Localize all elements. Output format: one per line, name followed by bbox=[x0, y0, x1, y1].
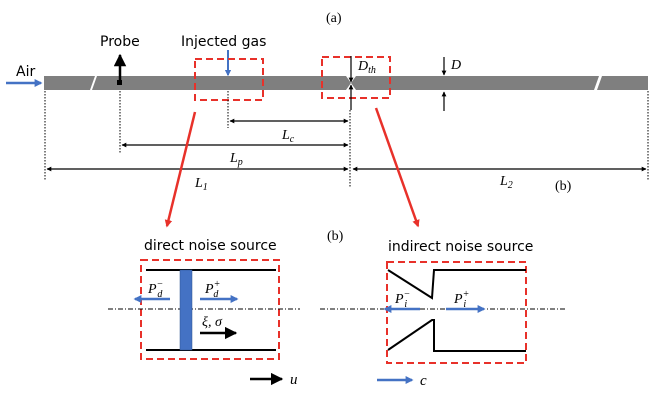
duct bbox=[44, 76, 648, 90]
indirect-noise-source-title: indirect noise source bbox=[388, 239, 533, 255]
p-d-plus-sup: + bbox=[214, 279, 221, 290]
nozzle-wall-bottom bbox=[387, 319, 526, 352]
panel-label-b-mid: (b) bbox=[327, 229, 344, 244]
direct-noise-source-title: direct noise source bbox=[144, 238, 277, 254]
duct-segment-3 bbox=[351, 76, 599, 90]
legend-u-label: u bbox=[290, 372, 298, 388]
p-i-plus-sub: i bbox=[463, 299, 466, 310]
l-c-label: Lc bbox=[281, 128, 295, 145]
d-th-sub: th bbox=[368, 65, 376, 76]
p-i-minus-sup: − bbox=[404, 289, 411, 300]
p-i-minus-sub: i bbox=[404, 299, 407, 310]
xi-sigma-label: ξ, σ bbox=[202, 315, 223, 330]
d-th-label: Dth bbox=[357, 59, 376, 76]
l-1-sub: 1 bbox=[203, 182, 208, 193]
l-c-main: L bbox=[281, 128, 290, 143]
panel-label-a: (a) bbox=[326, 11, 342, 26]
p-i-minus-label: P−i bbox=[394, 289, 410, 310]
p-d-minus-label: P−d bbox=[147, 279, 163, 300]
entropy-slab bbox=[179, 269, 193, 351]
indirect-callout-line bbox=[374, 107, 420, 228]
p-d-plus-sub: d bbox=[213, 289, 219, 300]
reference-lines bbox=[44, 91, 649, 188]
p-d-minus-main: P bbox=[147, 282, 157, 297]
duct-segment-2 bbox=[92, 76, 351, 90]
p-i-minus-main: P bbox=[394, 292, 404, 307]
p-d-plus-main: P bbox=[204, 282, 214, 297]
direct-callout-line bbox=[164, 111, 197, 228]
probe-marker bbox=[117, 80, 122, 85]
l-p-label: Lp bbox=[229, 151, 243, 168]
p-d-plus-label: P+d bbox=[204, 279, 220, 300]
l-2-label: L2 bbox=[499, 174, 513, 191]
air-label: Air bbox=[16, 64, 35, 80]
l-p-main: L bbox=[229, 151, 238, 166]
d-label: D bbox=[450, 58, 461, 73]
p-i-plus-label: P+i bbox=[453, 289, 469, 310]
nozzle-wall-top bbox=[387, 269, 526, 300]
legend-c-label: c bbox=[420, 373, 427, 389]
duct-segment-4 bbox=[597, 76, 648, 90]
indirect-source-highlight-box bbox=[321, 56, 391, 99]
d-th-main: D bbox=[357, 59, 368, 74]
injected-gas-label: Injected gas bbox=[181, 34, 266, 50]
p-d-minus-sub: d bbox=[157, 289, 163, 300]
l-2-sub: 2 bbox=[508, 180, 513, 191]
l-1-main: L bbox=[194, 176, 203, 191]
p-i-plus-sup: + bbox=[463, 289, 470, 300]
p-d-minus-sup: − bbox=[157, 279, 164, 290]
direct-source-highlight-box bbox=[194, 58, 264, 101]
duct-segment-1 bbox=[44, 76, 95, 90]
l-2-main: L bbox=[499, 174, 508, 189]
indirect-source-box bbox=[386, 261, 527, 364]
p-i-plus-main: P bbox=[453, 292, 463, 307]
panel-label-b-top: (b) bbox=[555, 179, 572, 194]
l-p-sub: p bbox=[237, 157, 243, 168]
l-c-sub: c bbox=[290, 134, 295, 145]
l-1-label: L1 bbox=[194, 176, 208, 193]
probe-label: Probe bbox=[100, 34, 140, 50]
